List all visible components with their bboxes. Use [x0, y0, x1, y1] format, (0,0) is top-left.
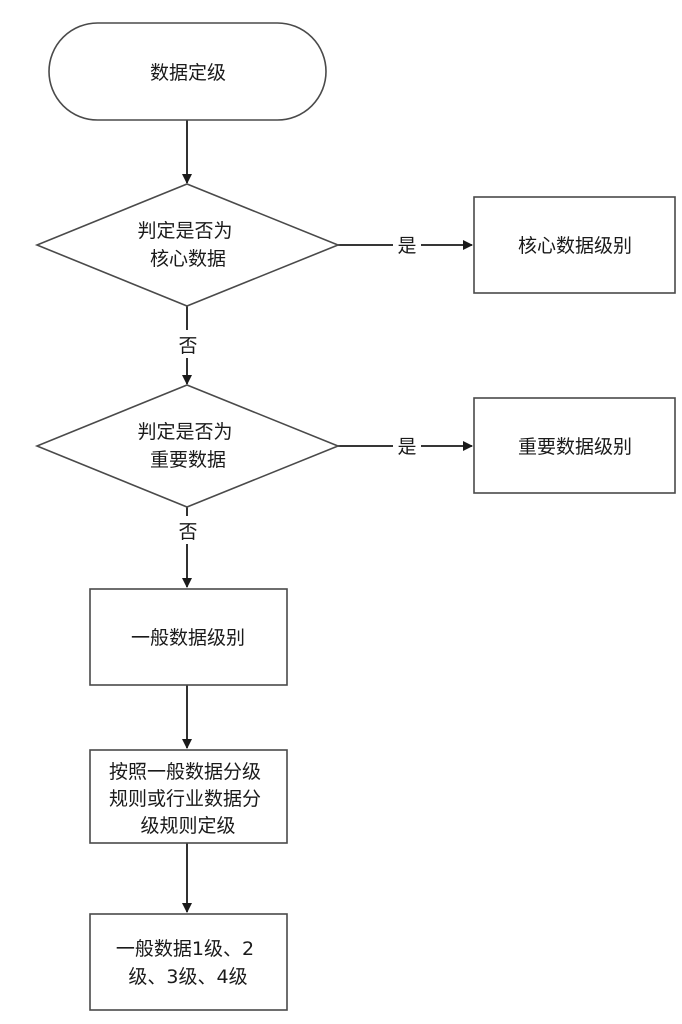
edge-labels: 是 否 是 否 — [175, 231, 421, 544]
edge-label-important-no: 否 — [178, 521, 197, 543]
edge-label-core-no: 否 — [178, 335, 197, 357]
rule-step-box — [89, 749, 288, 844]
node-general-level: 一般数据级别 — [89, 588, 288, 686]
core-level-box — [473, 196, 676, 294]
decision-important-diamond — [34, 384, 341, 508]
node-core-level: 核心数据级别 — [473, 196, 676, 294]
edge-label-core-yes: 是 — [397, 235, 416, 257]
decision-core-diamond — [34, 183, 341, 307]
node-general-grades: 一般数据1级、2 级、3级、4级 — [89, 913, 288, 1011]
core-level-label: 核心数据级别 — [518, 235, 632, 257]
edge-label-bg — [175, 516, 203, 544]
edge-label-important-yes: 是 — [397, 436, 416, 458]
node-decision-core: 判定是否为 核心数据 — [34, 183, 341, 307]
node-important-level: 重要数据级别 — [473, 397, 676, 494]
edge-label-bg — [393, 231, 421, 259]
general-level-box — [89, 588, 288, 686]
start-label: 数据定级 — [150, 62, 226, 84]
edge-label-bg — [393, 432, 421, 460]
general-grades-label: 一般数据1级、2 级、3级、4级 — [116, 938, 260, 988]
decision-important-label: 判定是否为 重要数据 — [137, 421, 238, 471]
rule-step-label: 按照一般数据分级 规则或行业数据分 级规则定级 — [109, 761, 267, 837]
decision-core-label: 判定是否为 核心数据 — [137, 220, 238, 270]
important-level-box — [473, 397, 676, 494]
general-level-label: 一般数据级别 — [131, 627, 245, 649]
general-grades-box — [89, 913, 288, 1011]
edge-label-bg — [175, 330, 203, 358]
start-terminator — [48, 22, 327, 121]
node-rule-step: 按照一般数据分级 规则或行业数据分 级规则定级 — [89, 749, 288, 844]
important-level-label: 重要数据级别 — [518, 436, 632, 458]
node-decision-important: 判定是否为 重要数据 — [34, 384, 341, 508]
node-start: 数据定级 — [48, 22, 327, 121]
